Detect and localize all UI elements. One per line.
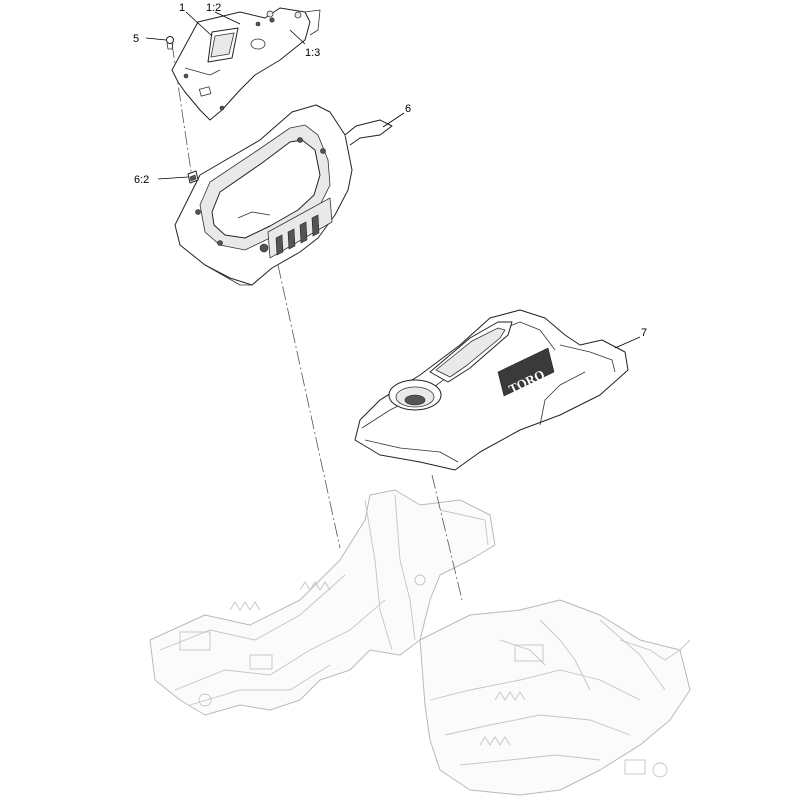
callout-5: 5: [133, 33, 139, 45]
callout-6: 6: [405, 103, 411, 115]
callout-1: 1: [179, 2, 185, 14]
part-7-cover: TORO: [354, 309, 629, 471]
callout-7: 7: [641, 327, 647, 339]
callout-1-2: 1:2: [206, 2, 221, 14]
part-6-2-clip: [187, 170, 199, 184]
callout-labels: 1 1:2 1:3 5 6 6:2 7: [133, 2, 647, 339]
cover-display-window: [429, 321, 513, 383]
part-6-console-housing: [174, 104, 393, 286]
callout-6-2: 6:2: [134, 174, 149, 186]
leader-lines: [145, 11, 641, 349]
part-5-fastener: [166, 36, 174, 50]
callout-1-3: 1:3: [305, 47, 320, 59]
cover-round-opening: [388, 379, 442, 411]
housing-vent-grille: [267, 197, 333, 259]
part-1-bracket: [171, 7, 321, 121]
chassis-frame: [149, 489, 691, 796]
